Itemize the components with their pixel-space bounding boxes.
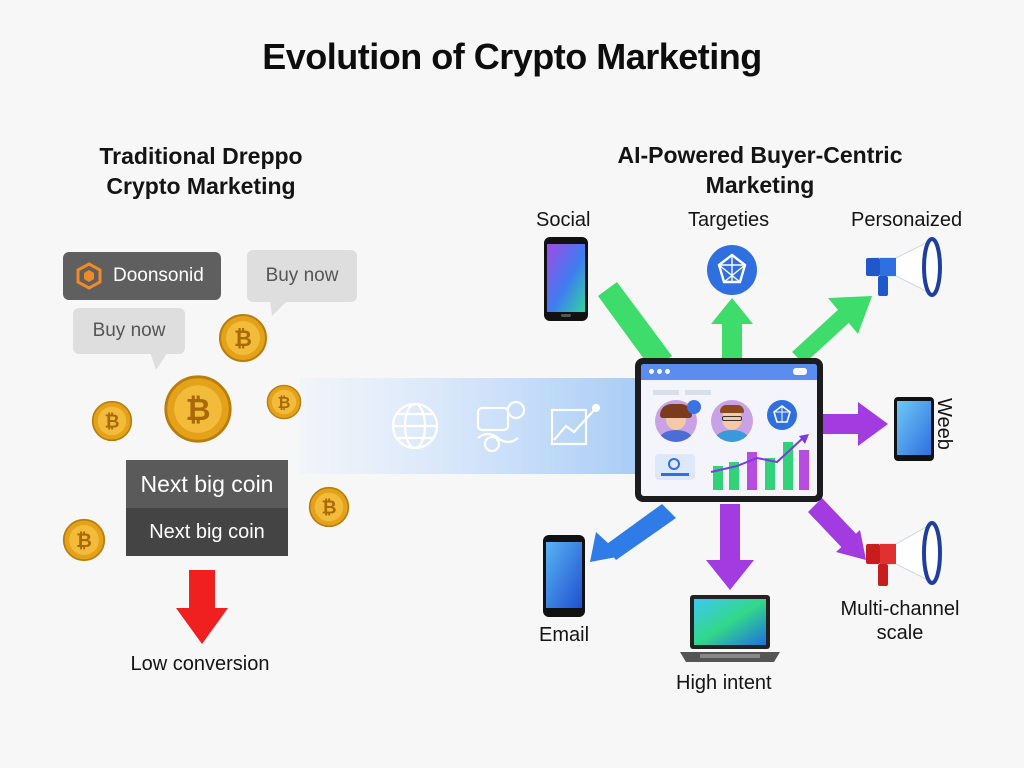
megaphone-blue-icon	[866, 237, 942, 297]
user-avatar-female	[655, 400, 697, 442]
buy-now-bubble-left-label: Buy now	[92, 320, 166, 341]
svg-text:₿: ₿	[104, 412, 119, 433]
page-title: Evolution of Crypto Marketing	[262, 36, 762, 77]
multichannel-label: Multi-channel scale	[832, 597, 968, 645]
arrow-to-targeties	[711, 298, 753, 358]
dashboard-screen	[641, 364, 817, 496]
svg-text:₿: ₿	[185, 392, 210, 428]
next-big-coin-label-2: Next big coin	[149, 520, 265, 543]
ai-heading-line1: AI-Powered Buyer-Centric	[617, 142, 903, 168]
tablet-icon	[894, 397, 934, 461]
arrow-to-email	[590, 504, 676, 562]
bitcoin-coin-icon: ₿	[91, 400, 133, 447]
multichannel-label-line2: scale	[876, 622, 924, 644]
multichannel-label-line1: Multi-channel	[840, 598, 960, 620]
bitcoin-coin-icon: ₿	[266, 384, 302, 425]
svg-text:₿: ₿	[234, 327, 252, 352]
ai-network-icon	[767, 400, 797, 430]
dashboard-topbar	[641, 364, 817, 380]
traditional-heading-line2: Crypto Marketing	[106, 173, 296, 199]
personalized-label: Personaized	[851, 209, 963, 231]
globe-icon	[391, 402, 439, 450]
arrow-from-social	[598, 282, 672, 370]
traditional-heading: Traditional Dreppo Crypto Marketing	[60, 141, 342, 201]
laptop-icon	[680, 595, 780, 662]
web-label: Weeb	[933, 398, 955, 450]
bubble-tail	[150, 352, 168, 370]
next-big-coin-box-2: Next big coin	[126, 508, 288, 556]
user-avatar-male	[711, 400, 753, 442]
target-network-icon	[707, 245, 757, 295]
doonsonid-banner: Doonsonid	[63, 252, 221, 300]
smartphone-email-icon	[543, 535, 585, 617]
svg-text:₿: ₿	[76, 529, 92, 552]
badge-icon	[687, 400, 701, 414]
next-big-coin-label-1: Next big coin	[140, 470, 274, 497]
bubble-tail-top	[270, 300, 288, 316]
hexagon-logo-icon	[76, 262, 102, 290]
growth-bar-chart	[710, 434, 809, 490]
bitcoin-coin-icon: ₿	[308, 486, 350, 533]
buy-now-bubble-left: Buy now	[73, 308, 185, 354]
bitcoin-coin-icon: ₿	[218, 313, 268, 368]
buy-now-bubble-top: Buy now	[247, 250, 357, 302]
smartphone-icon	[544, 237, 588, 321]
svg-text:₿: ₿	[321, 498, 336, 519]
arrow-to-personalized	[792, 296, 872, 364]
down-arrow-red	[176, 570, 228, 644]
ai-heading: AI-Powered Buyer-Centric Marketing	[590, 140, 930, 200]
bitcoin-coin-icon: ₿	[62, 518, 106, 567]
flow-band	[300, 378, 640, 474]
stat-card	[655, 454, 695, 480]
buy-now-bubble-top-label: Buy now	[265, 265, 339, 286]
growth-chart-icon	[550, 403, 601, 446]
banner-label: Doonsonid	[113, 265, 204, 286]
low-conversion-label: Low conversion	[130, 653, 270, 675]
high-intent-label: High intent	[676, 672, 772, 694]
arrow-to-high-intent	[706, 504, 754, 590]
arrow-to-multichannel	[808, 498, 866, 560]
targeting-icon	[476, 400, 526, 453]
targeties-label: Targeties	[688, 209, 770, 231]
ai-heading-line2: Marketing	[705, 172, 815, 198]
dashboard-tablet	[635, 358, 823, 502]
megaphone-red-icon	[866, 521, 942, 586]
arrow-to-web	[822, 402, 888, 446]
next-big-coin-box-1: Next big coin	[126, 460, 288, 508]
bitcoin-coin-large-icon: ₿	[163, 374, 233, 449]
social-label: Social	[536, 209, 591, 231]
svg-text:₿: ₿	[278, 393, 291, 412]
traditional-heading-line1: Traditional Dreppo	[99, 143, 303, 169]
email-label: Email	[539, 624, 590, 646]
